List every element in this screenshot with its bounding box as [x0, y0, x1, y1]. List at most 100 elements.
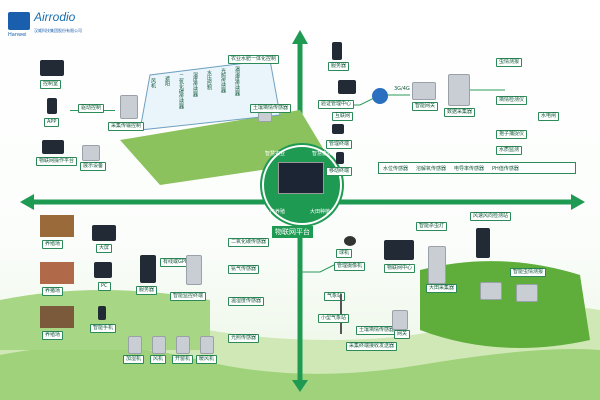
field-ground: [420, 261, 590, 348]
arrow-left-icon: [20, 194, 34, 210]
cloud-right-1: 虫情测报: [496, 58, 523, 67]
display-device-icon: [82, 145, 100, 161]
field-collector-icon: [428, 246, 446, 284]
platform-monitor-icon: [42, 140, 64, 154]
ls-bottom-3: 开窗机: [172, 355, 194, 364]
big-screen-icon: [92, 225, 116, 241]
heater-icon: [200, 336, 214, 354]
field-top-2: 风速风向检测站: [470, 212, 512, 221]
sensor-strip: 水位传感器 溶解氧传感器 电导率传感器 PH值传感器: [378, 162, 576, 174]
cloud-label-7: 移动终端: [326, 167, 353, 176]
arrow-right-icon: [571, 194, 585, 210]
collector-cabinet-icon: [448, 74, 470, 106]
collector-box: [120, 95, 138, 119]
ls-left-3: 智能手机: [90, 324, 117, 333]
brand-sub-en: Hanwei: [8, 32, 27, 38]
cloud-valve: 水电闸: [538, 112, 560, 121]
ls-left-1: 大屏: [96, 244, 113, 253]
livestock-photo-1: [40, 215, 74, 237]
ls-sensor-3: 温湿度传感器: [228, 297, 265, 306]
iot-center-icon: [384, 240, 414, 260]
field-label-1: 球机: [336, 249, 353, 258]
ls-left-2: PC: [98, 282, 111, 291]
field-label-10: 网关: [394, 330, 411, 339]
gh-sensor-1: 风机: [150, 78, 156, 88]
app-phone-icon: [47, 98, 57, 114]
ls-photo-label-3: 养殖场: [42, 331, 64, 340]
fan-icon: [152, 336, 166, 354]
gh-sensor-4: 湿度传感器: [192, 72, 198, 97]
gh-connector: 驱动控制: [78, 104, 105, 113]
gateway-box-icon: [392, 310, 408, 330]
gh-weather: 土壤墒情传感器: [250, 104, 292, 113]
cloud-label-6: 数据采集器: [444, 108, 476, 117]
gateway-icon: [412, 82, 436, 100]
gh-left-label-2: APP: [44, 118, 60, 127]
dome-camera-icon: [344, 236, 356, 246]
cloud-right-3: 孢子捕捉仪: [496, 130, 528, 139]
ls-sensor-1: 二氧化碳传感器: [228, 238, 270, 247]
arrow-down-icon: [292, 380, 308, 392]
ring-label-1: 智慧农业: [265, 151, 286, 157]
internet-globe-icon: [372, 88, 388, 104]
monitor-station-icon: [516, 284, 538, 302]
phone-icon: [98, 306, 106, 320]
brand-name: Airrodio: [34, 10, 76, 24]
ls-photo-label-2: 养猪场: [42, 287, 64, 296]
brand-sub-cn: 汉威科技集团股份有限公司: [34, 28, 82, 33]
strip-item-2: 溶解氧传感器: [416, 165, 447, 172]
window-opener-icon: [176, 336, 190, 354]
strip-item-4: PH值传感器: [492, 165, 519, 172]
cloud-label-5: 智能网关: [412, 102, 439, 111]
server-icon: [332, 42, 342, 60]
weather-station-icon: [258, 112, 272, 122]
ls-sensor-2: 氨气传感器: [228, 265, 260, 274]
livestock-photo-2: [40, 262, 74, 284]
cloud-label-4: 管理终端: [326, 140, 353, 149]
arrow-up-icon: [292, 30, 308, 44]
gh-sensor-3: 二氧化碳传感器: [178, 74, 184, 109]
field-link: [300, 261, 341, 273]
strip-item-1: 水位传感器: [383, 165, 409, 172]
ls-device-2: 智能监控终端: [170, 292, 207, 301]
center-title: 物联网平台: [272, 226, 313, 238]
pest-reporter-icon: [480, 282, 502, 300]
strip-item-3: 电导率传感器: [454, 165, 485, 172]
gh-top-label: 农业水肥一体化控制: [228, 55, 280, 64]
pc-icon: [94, 262, 112, 278]
ls-sensor-4: 光照传感器: [228, 334, 260, 343]
mobile-terminal-icon: [336, 152, 344, 164]
field-top-1: 智能杀虫灯: [416, 222, 448, 231]
gh-sensor-6: 光照传感器: [220, 68, 226, 93]
gh-collector: 采集传输控制: [108, 122, 145, 131]
cloud-label-1: 服务器: [328, 62, 350, 71]
humidifier-icon: [128, 336, 142, 354]
pest-lamp-icon: [476, 228, 490, 258]
ls-bottom-1: 加湿机: [123, 355, 145, 364]
monitor-terminal-icon: [186, 255, 202, 285]
gh-sensor-2: 遮阳: [164, 76, 170, 86]
control-room-image: [40, 60, 64, 76]
cloud-right-2: 墒情检测仪: [496, 96, 528, 105]
field-label-7: 小型气象站: [318, 314, 350, 323]
ls-bottom-2: 风机: [150, 355, 167, 364]
ring-label-4: 大田种植: [310, 209, 331, 215]
cloud-label-2: 验证管理中心: [318, 100, 355, 109]
field-label-2: 管理摄像机: [334, 262, 366, 271]
field-label-6: 气象站: [324, 292, 346, 301]
brand-logo: [8, 12, 30, 30]
terminal-icon: [332, 124, 344, 134]
field-label-3: 物联网中心: [384, 264, 416, 273]
livestock-photo-3: [40, 306, 74, 328]
field-label-5: 智能虫情测报: [510, 268, 547, 277]
gh-sensor-5: 水压控制: [206, 70, 212, 90]
ring-label-2: 智慧畜牧: [312, 151, 333, 157]
server-rack-icon: [140, 255, 156, 283]
cloud-right-4: 水质监测: [496, 146, 523, 155]
field-label-9: 采集终端接收发送器: [346, 342, 398, 351]
gh-left-label-4: 展示设备: [80, 162, 107, 171]
ring-label-3: 水产养殖: [265, 209, 286, 215]
ls-device-1: 服务器: [136, 286, 158, 295]
cloud-network: 3G/4G: [394, 86, 410, 92]
cloud-label-3: 互联网: [332, 112, 354, 121]
